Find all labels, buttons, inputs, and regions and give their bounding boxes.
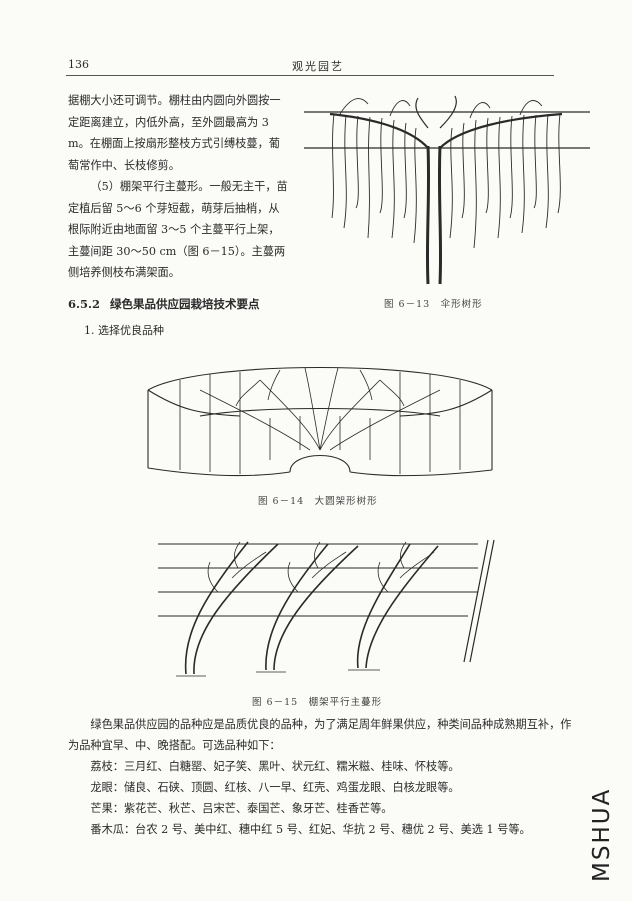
figure-caption-6-15: 图 6－15 棚架平行主蔓形 — [252, 697, 383, 708]
body-text: 绿色果品供应园的品种应是品质优良的品种，为了满足周年鲜果供应，种类间品种成熟期互… — [68, 714, 576, 840]
paragraph-lychee: 荔枝：三月红、白糖罂、妃子笑、黑叶、状元红、糯米糍、桂味、怀枝等。 — [90, 760, 460, 773]
paragraph-trellis-adjust: 据棚大小还可调节。棚柱由内圆向外圆按一定距离建立，内低外高，至外圆最高为 3 m… — [68, 94, 281, 172]
paragraph-variety-intro: 绿色果品供应园的品种应是品质优良的品种，为了满足周年鲜果供应，种类间品种成熟期互… — [68, 718, 572, 752]
watermark: MSHUA — [589, 787, 615, 883]
paragraph-longan: 龙眼：储良、石硖、顶圆、红核、八一早、红壳、鸡蛋龙眼、白核龙眼等。 — [90, 781, 460, 794]
section-heading: 6.5.2 绿色果品供应园栽培技术要点 — [68, 296, 270, 312]
figure-caption-6-13: 图 6－13 伞形树形 — [384, 299, 483, 310]
figure-umbrella-tree — [304, 95, 590, 285]
page-number: 136 — [68, 58, 89, 71]
paragraph-mango: 芒果：紫花芒、秋芒、吕宋芒、泰国芒、象牙芒、桂香芒等。 — [90, 802, 393, 815]
section-number: 6.5.2 — [68, 297, 101, 311]
subsection-heading: 1. 选择优良品种 — [84, 324, 164, 337]
figure-caption-6-14: 图 6－14 大圆架形树形 — [258, 496, 378, 507]
figure-round-trellis — [147, 367, 493, 477]
left-column-text: 据棚大小还可调节。棚柱由内圆向外圆按一定距离建立，内低外高，至外圆最高为 3 m… — [68, 90, 290, 284]
figure-parallel-vines — [158, 539, 495, 677]
paragraph-parallel-vine: （5）棚架平行主蔓形。一般无主干，苗定植后留 5～6 个芽短截，萌芽后抽梢，从根… — [68, 180, 288, 279]
section-title: 绿色果品供应园栽培技术要点 — [110, 297, 260, 311]
running-title: 观光园艺 — [292, 60, 344, 73]
header-rule — [66, 75, 554, 76]
paragraph-papaya: 番木瓜：台农 2 号、美中红、穗中红 5 号、红妃、华抗 2 号、穗优 2 号、… — [90, 823, 531, 836]
